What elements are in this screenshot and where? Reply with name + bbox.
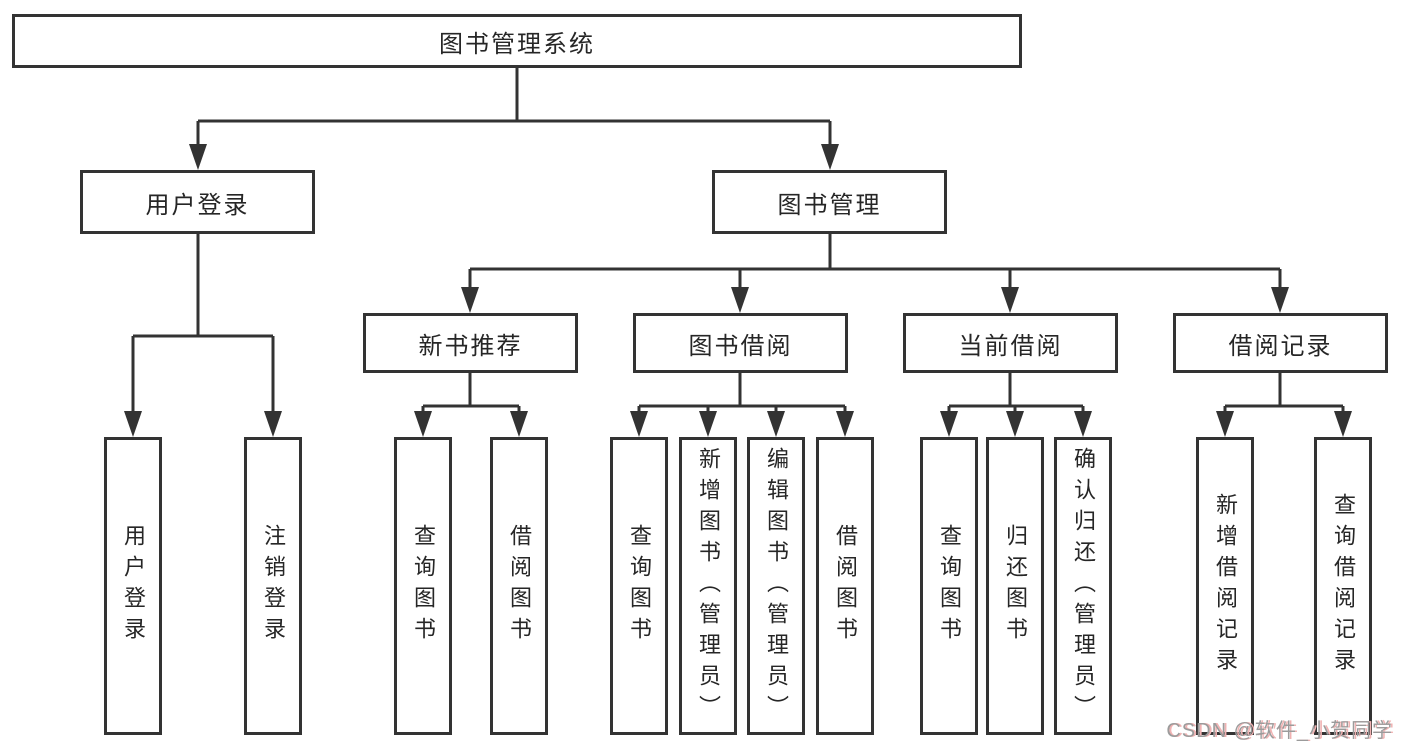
- leaf-return-books: 归还图书: [986, 437, 1044, 735]
- node-label: 查询图书: [411, 524, 436, 648]
- arrowhead-icon: [1074, 411, 1092, 437]
- node-label: 编辑图书（管理员）: [764, 446, 789, 726]
- node-label: 借阅记录: [1228, 332, 1333, 360]
- connector-bookmgmt-to-level3: [468, 234, 1282, 301]
- node-label: 归还图书: [1003, 524, 1028, 648]
- arrowhead-icon: [630, 411, 648, 437]
- connector-records-to-leaves: [1223, 373, 1345, 425]
- node-library-system: 图书管理系统: [12, 14, 1022, 68]
- node-label: 用户登录: [121, 524, 146, 648]
- node-label: 新书推荐: [418, 332, 523, 360]
- node-label: 当前借阅: [958, 332, 1063, 360]
- node-book-management: 图书管理: [712, 170, 947, 234]
- leaf-logout: 注销登录: [244, 437, 302, 735]
- arrowhead-icon: [461, 287, 479, 313]
- arrowhead-icon: [1271, 287, 1289, 313]
- node-label: 图书借阅: [688, 332, 793, 360]
- arrowhead-icon: [767, 411, 785, 437]
- node-label: 确认归还（管理员）: [1071, 446, 1096, 726]
- node-label: 查询借阅记录: [1331, 493, 1356, 679]
- arrowhead-icon: [510, 411, 528, 437]
- arrowhead-icon: [189, 144, 207, 170]
- node-label: 用户登录: [145, 191, 250, 219]
- leaf-query-borrow-record: 查询借阅记录: [1314, 437, 1372, 735]
- node-label: 图书管理系统: [439, 30, 595, 58]
- arrowhead-icon: [1006, 411, 1024, 437]
- arrowhead-icon: [124, 411, 142, 437]
- leaf-borrow-query-books: 查询图书: [610, 437, 668, 735]
- leaf-current-query-books: 查询图书: [920, 437, 978, 735]
- leaf-recommend-borrow-books: 借阅图书: [490, 437, 548, 735]
- node-book-borrowing: 图书借阅: [633, 313, 848, 373]
- arrowhead-icon: [1001, 287, 1019, 313]
- connector-borrow-to-leaves: [637, 373, 847, 425]
- node-label: 注销登录: [261, 524, 286, 648]
- leaf-recommend-query-books: 查询图书: [394, 437, 452, 735]
- arrowhead-icon: [836, 411, 854, 437]
- csdn-watermark: CSDN @软件_小贺同学: [1166, 720, 1393, 742]
- node-label: 借阅图书: [507, 524, 532, 648]
- arrowhead-icon: [699, 411, 717, 437]
- node-user-login: 用户登录: [80, 170, 315, 234]
- node-label: 查询图书: [937, 524, 962, 648]
- arrowhead-icon: [264, 411, 282, 437]
- node-current-borrowing: 当前借阅: [903, 313, 1118, 373]
- node-label: 查询图书: [627, 524, 652, 648]
- arrowhead-icon: [731, 287, 749, 313]
- leaf-edit-books-admin: 编辑图书（管理员）: [747, 437, 805, 735]
- node-new-book-recommend: 新书推荐: [363, 313, 578, 373]
- arrowhead-icon: [1216, 411, 1234, 437]
- leaf-confirm-return-admin: 确认归还（管理员）: [1054, 437, 1112, 735]
- arrowhead-icon: [1334, 411, 1352, 437]
- node-label: 图书管理: [777, 191, 882, 219]
- leaf-borrow-books: 借阅图书: [816, 437, 874, 735]
- node-label: 新增图书（管理员）: [696, 446, 721, 726]
- node-label: 借阅图书: [833, 524, 858, 648]
- connector-root-to-level2: [196, 68, 832, 158]
- connector-newbook-to-leaves: [421, 373, 521, 425]
- leaf-add-borrow-record: 新增借阅记录: [1196, 437, 1254, 735]
- node-borrow-records: 借阅记录: [1173, 313, 1388, 373]
- arrowhead-icon: [940, 411, 958, 437]
- connector-usermgmt-to-leaves: [131, 234, 275, 425]
- leaf-user-login: 用户登录: [104, 437, 162, 735]
- connector-current-to-leaves: [947, 373, 1085, 425]
- leaf-add-books-admin: 新增图书（管理员）: [679, 437, 737, 735]
- arrowhead-icon: [414, 411, 432, 437]
- arrowhead-icon: [821, 144, 839, 170]
- node-label: 新增借阅记录: [1213, 493, 1238, 679]
